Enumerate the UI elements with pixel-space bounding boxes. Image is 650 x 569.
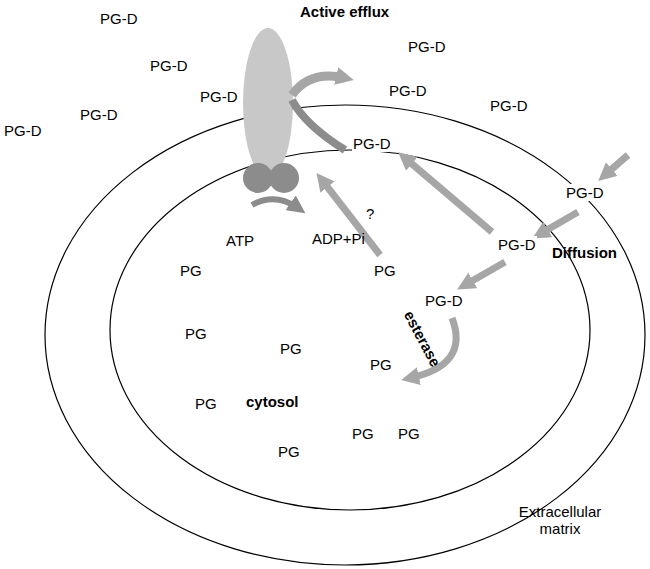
molecule-label: PG-D bbox=[4, 122, 42, 139]
molecule-label: ADP+Pi bbox=[312, 230, 365, 247]
diffusion-arrow bbox=[465, 262, 505, 285]
molecule-label: PG bbox=[195, 395, 217, 412]
nucleotide-binding-domain bbox=[269, 163, 299, 193]
molecule-label: PG-D bbox=[490, 97, 528, 114]
molecule-label: PG-D bbox=[565, 184, 605, 201]
process-label: Diffusion bbox=[552, 244, 617, 261]
molecule-label: PG-D bbox=[497, 236, 537, 253]
diffusion-arrow bbox=[605, 155, 628, 175]
molecule-label: PG-D bbox=[352, 135, 392, 152]
region-label: cytosol bbox=[246, 393, 299, 410]
molecule-label: PG bbox=[398, 425, 420, 442]
molecule-label: PG-D bbox=[150, 57, 188, 74]
molecule-label: PG bbox=[185, 325, 207, 342]
molecule-label: PG-D bbox=[80, 106, 118, 123]
molecule-label: PG bbox=[374, 262, 396, 279]
molecule-label: ATP bbox=[226, 232, 254, 249]
molecule-label: PG bbox=[352, 425, 374, 442]
atp-hydrolysis-arrow bbox=[252, 199, 298, 208]
molecule-label: PG-D bbox=[424, 292, 464, 309]
outer-membrane bbox=[45, 105, 645, 565]
nucleotide-binding-domain bbox=[243, 163, 273, 193]
efflux-arrow bbox=[292, 76, 345, 95]
molecule-label: PG-D bbox=[200, 88, 238, 105]
molecule-label: PG bbox=[180, 262, 202, 279]
question-mark: ? bbox=[366, 205, 374, 222]
molecule-label: PG-D bbox=[100, 10, 138, 27]
region-label: Extracellular matrix bbox=[505, 503, 615, 538]
binding-arrow bbox=[292, 100, 345, 150]
molecule-label: PG bbox=[278, 443, 300, 460]
diffusion-arrow bbox=[540, 212, 578, 234]
molecule-label: PG-D bbox=[408, 38, 446, 55]
molecule-label: PG-D bbox=[388, 82, 428, 99]
inner-membrane bbox=[110, 150, 590, 510]
molecule-label: PG bbox=[370, 356, 392, 373]
transporter bbox=[243, 28, 293, 178]
enzyme-label: esterase bbox=[401, 308, 445, 370]
heading-label: Active efflux bbox=[300, 3, 389, 20]
molecule-label: PG bbox=[280, 340, 302, 357]
transport-arrow bbox=[405, 158, 492, 232]
